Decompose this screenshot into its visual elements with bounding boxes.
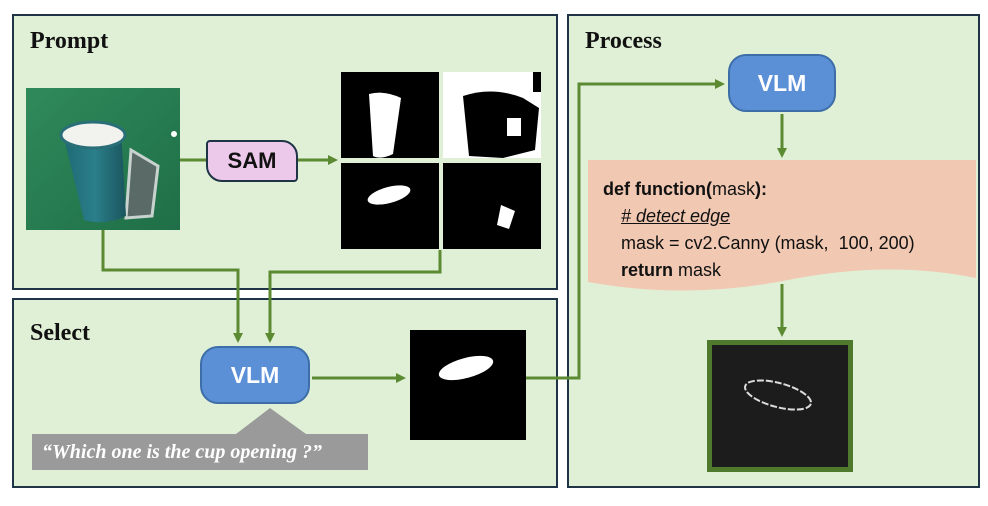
code-text: def function(mask): # detect edge mask =…: [603, 176, 915, 284]
edge-result: [707, 340, 853, 472]
code-block: [588, 160, 976, 291]
cup-photo: [26, 88, 180, 230]
query-pointer: [236, 408, 306, 434]
code-line-assign: mask = cv2.Canny (mask, 100, 200): [621, 233, 915, 253]
mask-cup-opening-option: [341, 163, 439, 249]
select-title: Select: [30, 320, 90, 346]
sam-node: SAM: [206, 140, 298, 182]
code-line-def: def function(mask):: [603, 179, 767, 199]
mask-cup-body: [341, 72, 439, 158]
arrow-masks-to-vlm: [265, 250, 442, 343]
query-text: “Which one is the cup opening ?”: [32, 434, 368, 470]
vlm-select-node: VLM: [200, 346, 310, 404]
code-line-return: return mask: [621, 260, 722, 280]
mask-background: [443, 72, 541, 158]
process-title: Process: [585, 28, 662, 54]
prompt-title: Prompt: [30, 28, 109, 54]
vlm-process-node: VLM: [728, 54, 836, 112]
arrow-selected-to-process: [526, 79, 725, 380]
selected-mask: [410, 330, 526, 440]
code-line-comment: # detect edge: [621, 206, 731, 226]
mask-handle: [443, 163, 541, 249]
arrow-photo-to-vlm: [101, 230, 243, 343]
